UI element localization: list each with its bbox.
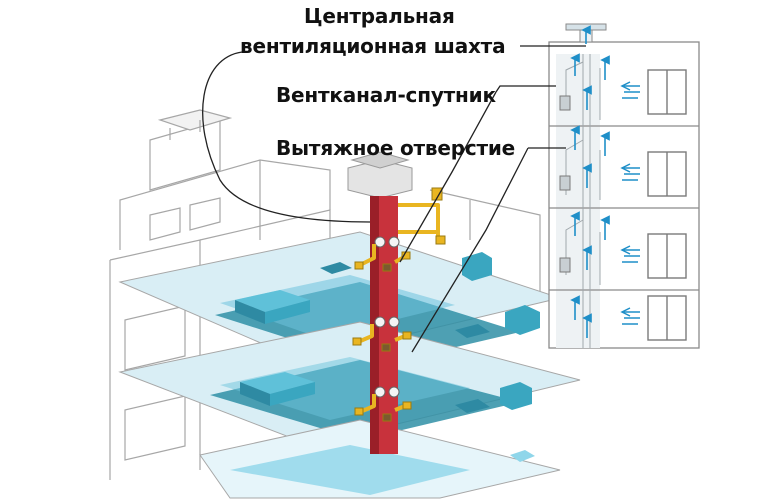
floor-slabs	[118, 231, 581, 499]
window-icon	[647, 233, 687, 279]
section-windows	[647, 69, 687, 341]
window-icon	[647, 69, 687, 115]
window-icon	[647, 151, 687, 197]
leader-lines	[202, 45, 586, 353]
wind-icon	[620, 163, 640, 181]
exhaust-openings	[352, 187, 446, 422]
central-shaft-label-line1: Центральная	[304, 4, 455, 28]
fresh-air-marks	[620, 81, 640, 325]
wind-icon	[620, 81, 640, 99]
exhaust-opening-label: Вытяжное отверстие	[276, 136, 516, 160]
airflow-arrows	[570, 25, 610, 338]
furniture	[235, 252, 540, 462]
wind-icon	[620, 245, 640, 263]
central-shaft-label-line2: вентиляционная шахта	[240, 34, 506, 58]
central-shaft	[347, 151, 413, 454]
satellite-channel-label: Вентканал-спутник	[276, 83, 496, 107]
window-icon	[647, 295, 687, 341]
wind-icon	[620, 307, 640, 325]
